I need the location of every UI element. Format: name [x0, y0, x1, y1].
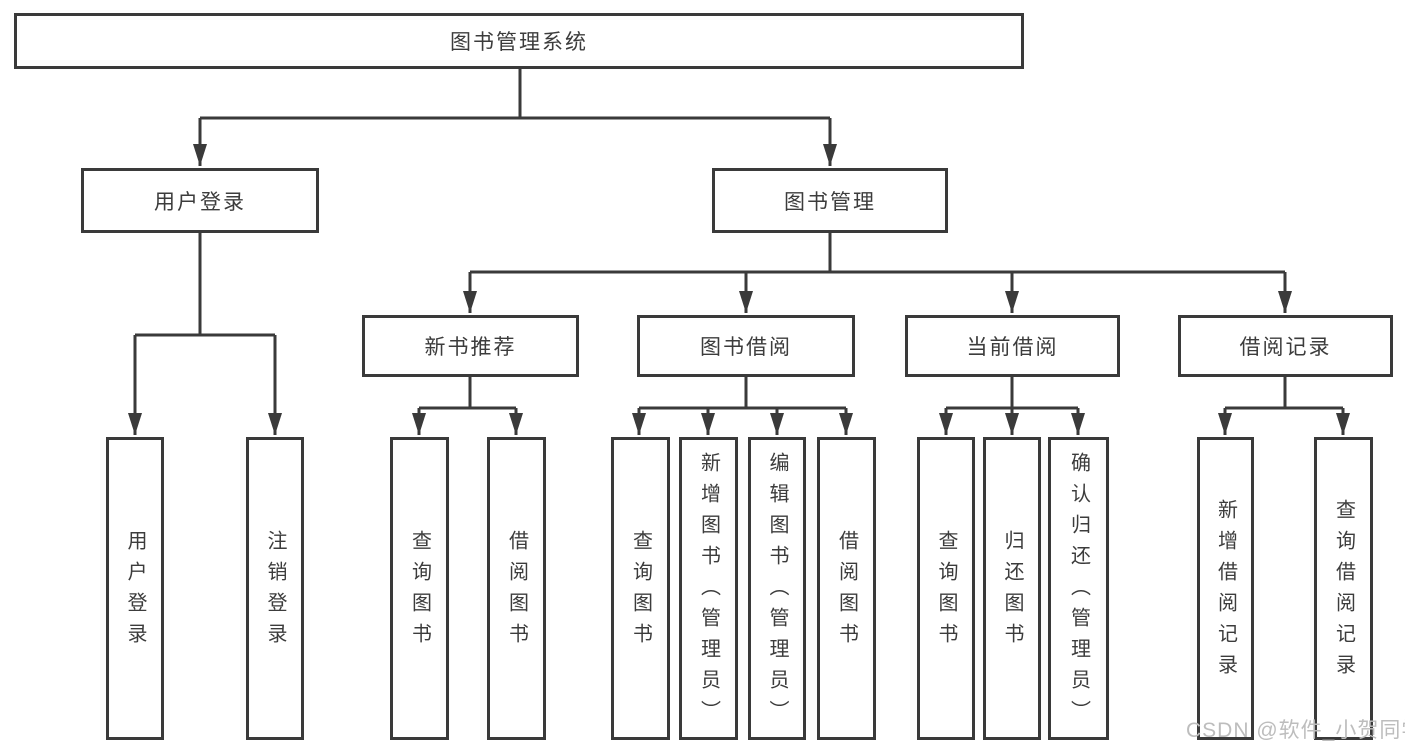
watermark: CSDN @软件_小贺同学 — [1186, 719, 1405, 742]
leaf-query-books-current: 查询图书 — [917, 437, 975, 740]
leaf-confirm-return-admin: 确认归还（管理员） — [1048, 437, 1109, 740]
node-borrowing-records: 借阅记录 — [1178, 315, 1393, 377]
leaf-query-borrow-record: 查询借阅记录 — [1314, 437, 1373, 740]
leaf-borrow-books-2: 借阅图书 — [817, 437, 876, 740]
node-user-login: 用户登录 — [81, 168, 319, 233]
node-book-borrowing: 图书借阅 — [637, 315, 855, 377]
node-new-book-recommendation: 新书推荐 — [362, 315, 579, 377]
leaf-user-login: 用户登录 — [106, 437, 164, 740]
leaf-query-books: 查询图书 — [390, 437, 449, 740]
leaf-edit-books-admin: 编辑图书（管理员） — [748, 437, 806, 740]
leaf-add-borrow-record: 新增借阅记录 — [1197, 437, 1254, 740]
leaf-query-books-borrow: 查询图书 — [611, 437, 670, 740]
node-library-management-system: 图书管理系统 — [14, 13, 1024, 69]
leaf-logout: 注销登录 — [246, 437, 304, 740]
leaf-add-books-admin: 新增图书（管理员） — [679, 437, 738, 740]
node-current-borrowing: 当前借阅 — [905, 315, 1120, 377]
node-book-management: 图书管理 — [712, 168, 948, 233]
leaf-return-books: 归还图书 — [983, 437, 1041, 740]
leaf-borrow-books: 借阅图书 — [487, 437, 546, 740]
